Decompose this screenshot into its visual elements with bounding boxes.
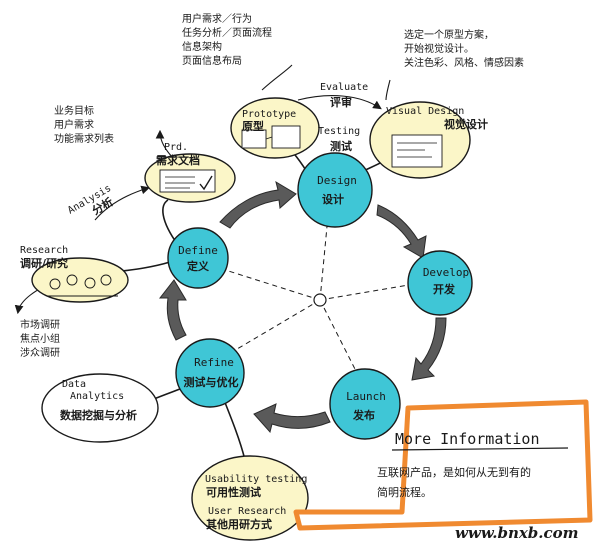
node-research: Research 调研/研究	[20, 245, 129, 303]
refine-en-label: Refine	[194, 356, 234, 369]
annotation-arrows	[14, 64, 391, 315]
prd-zh-label: 需求文档	[156, 153, 200, 167]
design-zh-label: 设计	[322, 192, 344, 206]
more-info-body-line2: 简明流程。	[377, 485, 432, 499]
define-zh-label: 定义	[187, 259, 210, 273]
data-analytics-zh-label: 数据挖掘与分析	[60, 408, 137, 422]
note-prototype-line: 信息架构	[182, 40, 222, 53]
cycle-launch: Launch 发布	[329, 368, 401, 440]
note-prd-line: 功能需求列表	[54, 132, 114, 145]
link-testing: Testing 测试	[318, 126, 360, 153]
user-research-en-label: User Research	[208, 506, 286, 517]
note-prototype-line: 任务分析／页面流程	[182, 26, 272, 39]
note-visual-line: 关注色彩、风格、情感因素	[404, 56, 524, 69]
link-analysis: Analysis 分析	[66, 183, 116, 218]
arrow-define-to-design	[219, 180, 297, 229]
note-research-line: 市场调研	[20, 318, 60, 331]
cycle-arrows	[158, 180, 447, 434]
arrow-launch-to-refine	[253, 403, 331, 434]
more-info-panel: More Information 互联网产品，是如何从无到有的 简明流程。	[293, 399, 593, 531]
cycle-refine: Refine 测试与优化	[175, 338, 245, 408]
testing-zh-label: 测试	[330, 139, 352, 153]
launch-en-label: Launch	[346, 390, 386, 403]
node-visual-design: Visual Design 视觉设计	[369, 101, 488, 179]
prototype-zh-label: 原型	[242, 119, 264, 133]
watermark: www.bnxb.com	[455, 524, 579, 542]
refine-zh-label: 测试与优化	[184, 375, 239, 389]
link-evaluate: Evaluate 评审	[320, 82, 368, 109]
visual-design-en-label: Visual Design	[386, 106, 464, 117]
cycle-develop: Develop 开发	[407, 250, 473, 316]
define-en-label: Define	[178, 244, 218, 257]
node-prototype: Prototype 原型	[230, 97, 320, 159]
research-en-label: Research	[20, 245, 68, 256]
develop-zh-label: 开发	[433, 282, 456, 296]
note-research-line: 焦点小组	[20, 332, 60, 345]
prd-en-label: Prd.	[164, 142, 188, 153]
research-zh-label: 调研/研究	[20, 256, 68, 270]
note-prototype-line: 页面信息布局	[182, 54, 242, 67]
develop-en-label: Develop	[423, 266, 469, 279]
note-prd-line: 用户需求	[54, 118, 94, 131]
notes-prd: 业务目标 用户需求 功能需求列表	[54, 104, 114, 145]
prototype-en-label: Prototype	[242, 109, 296, 120]
notes-research: 市场调研 焦点小组 涉众调研	[20, 318, 60, 359]
node-data-analytics: Data Analytics 数据挖掘与分析	[41, 373, 159, 443]
more-info-body-line1: 互联网产品，是如何从无到有的	[377, 465, 531, 479]
visual-design-zh-label: 视觉设计	[444, 117, 488, 131]
node-prd: Prd. 需求文档	[144, 142, 236, 203]
note-research-line: 涉众调研	[20, 346, 60, 359]
notes-visual: 选定一个原型方案， 开始视觉设计。 关注色彩、风格、情感因素	[404, 28, 524, 69]
node-usability: Usability testing 可用性测试 User Research 其他…	[191, 455, 309, 541]
data-analytics-en-line2: Analytics	[70, 391, 124, 402]
arrow-design-to-develop	[376, 204, 427, 259]
usability-zh-label: 可用性测试	[206, 485, 261, 499]
note-visual-line: 开始视觉设计。	[404, 42, 474, 55]
evaluate-zh-label: 评审	[330, 95, 352, 109]
cycle-define: Define 定义	[167, 227, 229, 289]
evaluate-en-label: Evaluate	[320, 82, 368, 93]
data-analytics-en-line1: Data	[62, 379, 86, 390]
usability-en-label: Usability testing	[205, 474, 307, 485]
design-en-label: Design	[317, 174, 357, 187]
checkmark-icon	[199, 175, 213, 191]
cycle-design: Design 设计	[297, 152, 373, 228]
more-info-title: More Information	[395, 430, 540, 448]
launch-zh-label: 发布	[352, 408, 375, 422]
center-hub	[313, 293, 327, 307]
note-visual-line: 选定一个原型方案，	[404, 28, 494, 41]
note-prototype-line: 用户需求／行为	[182, 12, 252, 25]
arrow-develop-to-launch	[411, 317, 447, 381]
arrow-refine-to-define	[158, 279, 187, 341]
user-research-zh-label: 其他用研方式	[206, 517, 272, 531]
testing-en-label: Testing	[318, 126, 360, 137]
notes-prototype: 用户需求／行为 任务分析／页面流程 信息架构 页面信息布局	[182, 12, 272, 67]
note-prd-line: 业务目标	[54, 104, 94, 117]
